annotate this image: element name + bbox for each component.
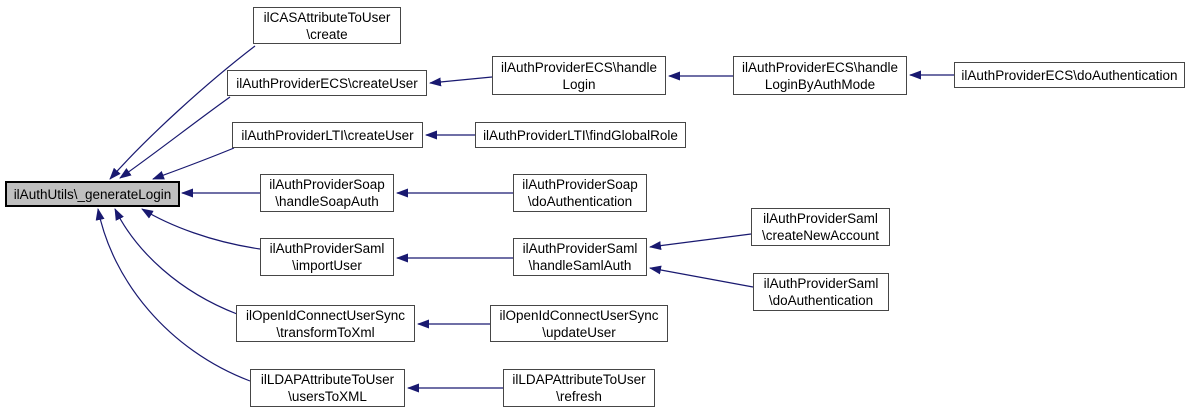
edge-ldap-userstoxml--authutils-generatelogin [95,208,251,382]
node-soap-handlesoapauth[interactable]: ilAuthProviderSoap \handleSoapAuth [260,174,394,212]
node-oidc-updateuser[interactable]: ilOpenIdConnectUserSync\updateUser [490,305,668,342]
node-oidc-transformtoxml[interactable]: ilOpenIdConnectUserSync\transformToXml [236,305,415,342]
node-ecs-doauthentication[interactable]: ilAuthProviderECS\doAuthentication [954,62,1185,88]
edge-oidc-transformtoxml--authutils-generatelogin [114,208,238,315]
node-label-line: ilAuthProviderSaml [763,276,879,291]
edge-cas-create--authutils-generatelogin [109,45,256,180]
node-saml-handlesamlauth[interactable]: ilAuthProviderSaml \handleSamlAuth [513,238,647,276]
node-label-line: \importUser [292,258,362,273]
edge-saml-doauthentication--saml-handlesamlauth [649,265,754,288]
node-saml-doauthentication[interactable]: ilAuthProviderSaml \doAuthentication [753,273,889,311]
node-label-line: \updateUser [542,324,616,340]
node-authutils-generatelogin[interactable]: ilAuthUtils\_generateLogin [5,181,180,207]
node-label-line: ilAuthProviderLTI\createUser [241,127,414,143]
node-label-line: \create [306,26,348,42]
node-label-line: \refresh [556,389,602,404]
node-label-line: ilAuthProviderECS\handle [500,59,658,75]
node-label-line: ilAuthProviderSoap [522,177,638,192]
node-lti-findglobalrole[interactable]: ilAuthProviderLTI\findGlobalRole [475,122,686,148]
edge-saml-importuser--authutils-generatelogin [141,208,261,250]
edge-ecs-createuser--authutils-generatelogin [119,96,231,179]
node-label-line: ilAuthProviderSoap [269,177,385,192]
node-soap-doauthentication[interactable]: ilAuthProviderSoap \doAuthentication [513,174,647,212]
node-label-line: Login [562,76,596,92]
node-label-line: ilAuthProviderSaml [763,211,878,226]
node-ecs-createuser[interactable]: ilAuthProviderECS\createUser [227,70,427,96]
node-label-line: ilAuthUtils\_generateLogin [13,186,172,202]
edge-lti-createuser--authutils-generatelogin [152,147,235,180]
node-label-line: ilAuthProviderSaml [522,241,638,256]
node-label-line: \doAuthentication [768,293,874,308]
node-label-line: \handleSoapAuth [275,194,379,209]
node-label-line: ilLDAPAttributeToUser [260,372,395,387]
node-label-line: ilAuthProviderLTI\findGlobalRole [483,127,678,143]
node-saml-importuser[interactable]: ilAuthProviderSaml \importUser [260,238,394,276]
node-label-line: ilAuthProviderSaml [269,241,385,256]
node-label-line: \handleSamlAuth [528,258,632,273]
edge-ecs-handlelogin--ecs-createuser [429,76,493,87]
node-label-line: ilCASAttributeToUser [263,9,391,25]
edge-saml-createnewaccount--saml-handlesamlauth [649,233,752,251]
node-label-line: \transformToXml [276,324,375,340]
node-ldap-refresh[interactable]: ilLDAPAttributeToUser \refresh [503,369,655,407]
node-ldap-userstoxml[interactable]: ilLDAPAttributeToUser \usersToXML [250,369,405,407]
node-label-line: \doAuthentication [527,194,633,209]
node-label-line: LoginByAuthMode [764,76,876,92]
node-label-line: ilAuthProviderECS\handle [741,59,899,75]
node-label-line: ilLDAPAttributeToUser [512,372,646,387]
node-lti-createuser[interactable]: ilAuthProviderLTI\createUser [232,122,423,148]
node-label-line: ilOpenIdConnectUserSync [499,307,659,323]
node-label-line: ilAuthProviderECS\createUser [236,75,418,91]
node-label-line: \createNewAccount [761,228,880,243]
node-saml-createnewaccount[interactable]: ilAuthProviderSaml \createNewAccount [751,208,890,246]
node-label-line: ilAuthProviderECS\doAuthentication [961,67,1178,83]
node-label-line: \usersToXML [288,389,367,404]
node-label-line: ilOpenIdConnectUserSync [245,307,406,323]
node-cas-create[interactable]: ilCASAttributeToUser\create [253,7,401,44]
